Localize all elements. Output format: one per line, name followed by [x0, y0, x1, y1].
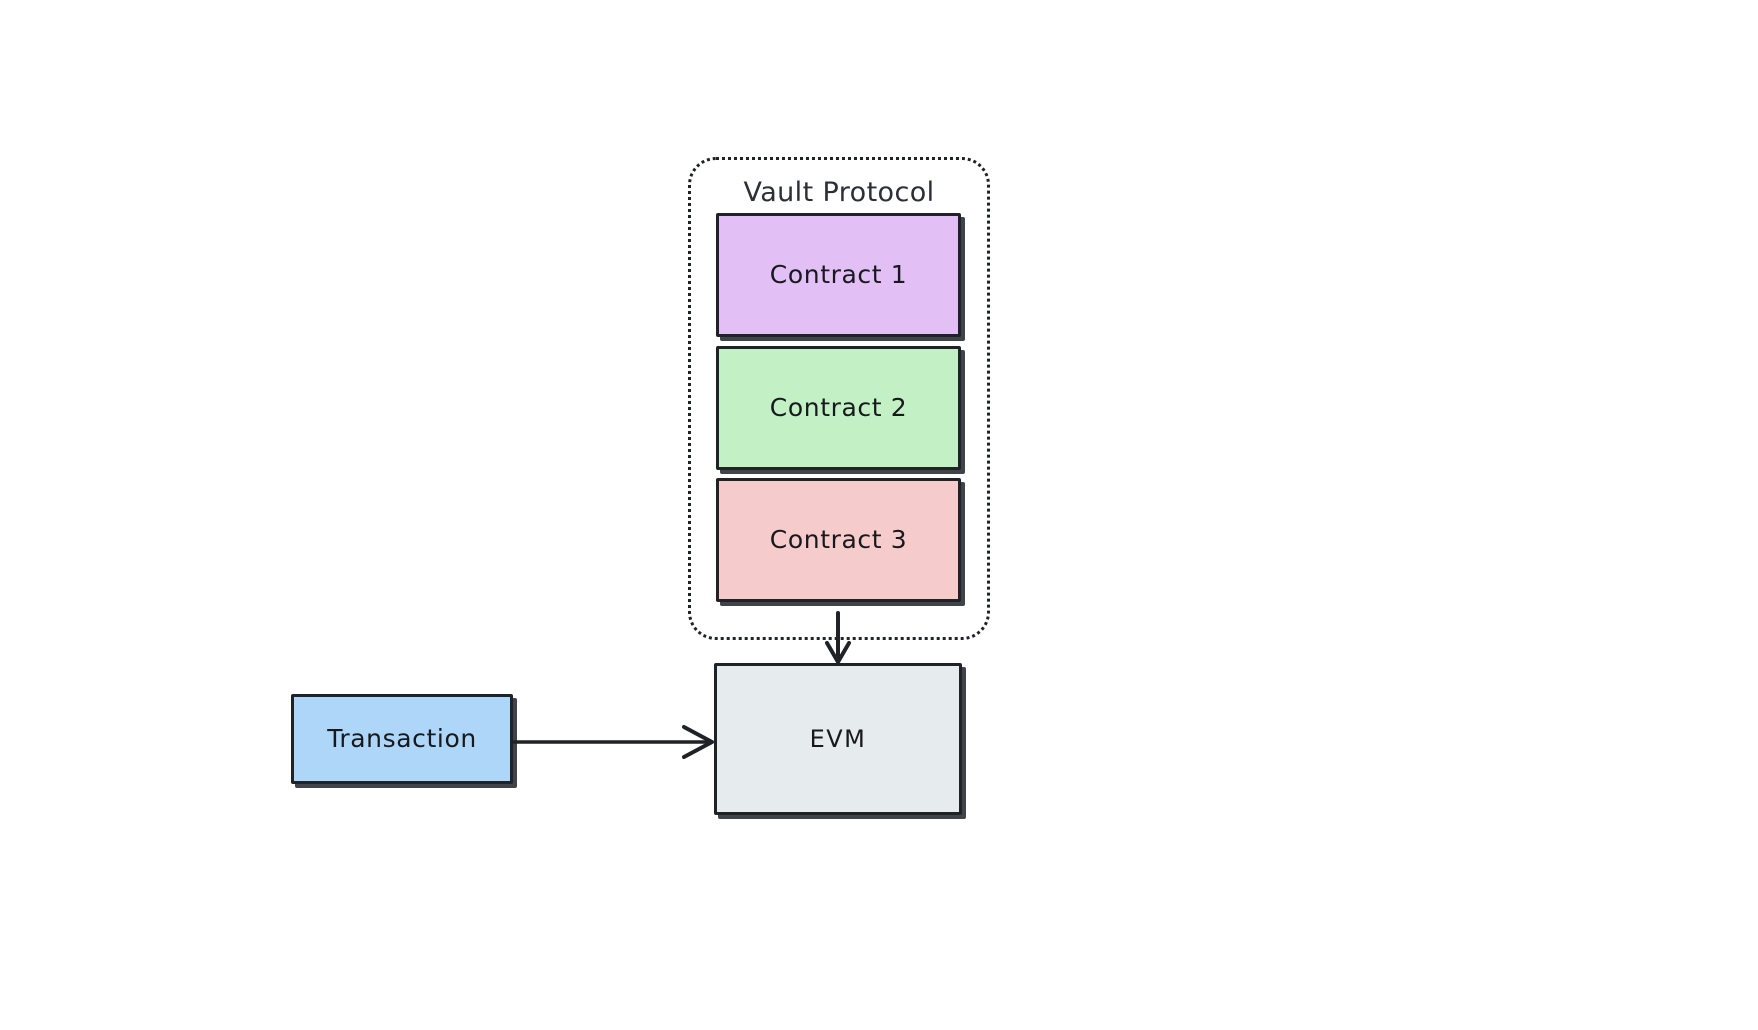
- node-contract-2-label: Contract 2: [769, 393, 908, 422]
- node-evm[interactable]: EVM: [714, 663, 962, 815]
- edge-vault-to-evm-arrowhead: [825, 641, 851, 664]
- node-contract-1[interactable]: Contract 1: [716, 213, 961, 337]
- edge-transaction-to-evm-arrowhead: [682, 725, 714, 759]
- node-contract-3[interactable]: Contract 3: [716, 478, 961, 602]
- node-transaction-label: Transaction: [327, 724, 477, 753]
- edge-transaction-to-evm: [512, 725, 714, 759]
- vault-protocol-title: Vault Protocol: [743, 177, 935, 208]
- node-contract-2[interactable]: Contract 2: [716, 346, 961, 470]
- node-evm-label: EVM: [809, 725, 867, 753]
- node-contract-1-label: Contract 1: [769, 260, 908, 289]
- node-contract-3-label: Contract 3: [769, 525, 908, 554]
- node-transaction[interactable]: Transaction: [291, 694, 513, 784]
